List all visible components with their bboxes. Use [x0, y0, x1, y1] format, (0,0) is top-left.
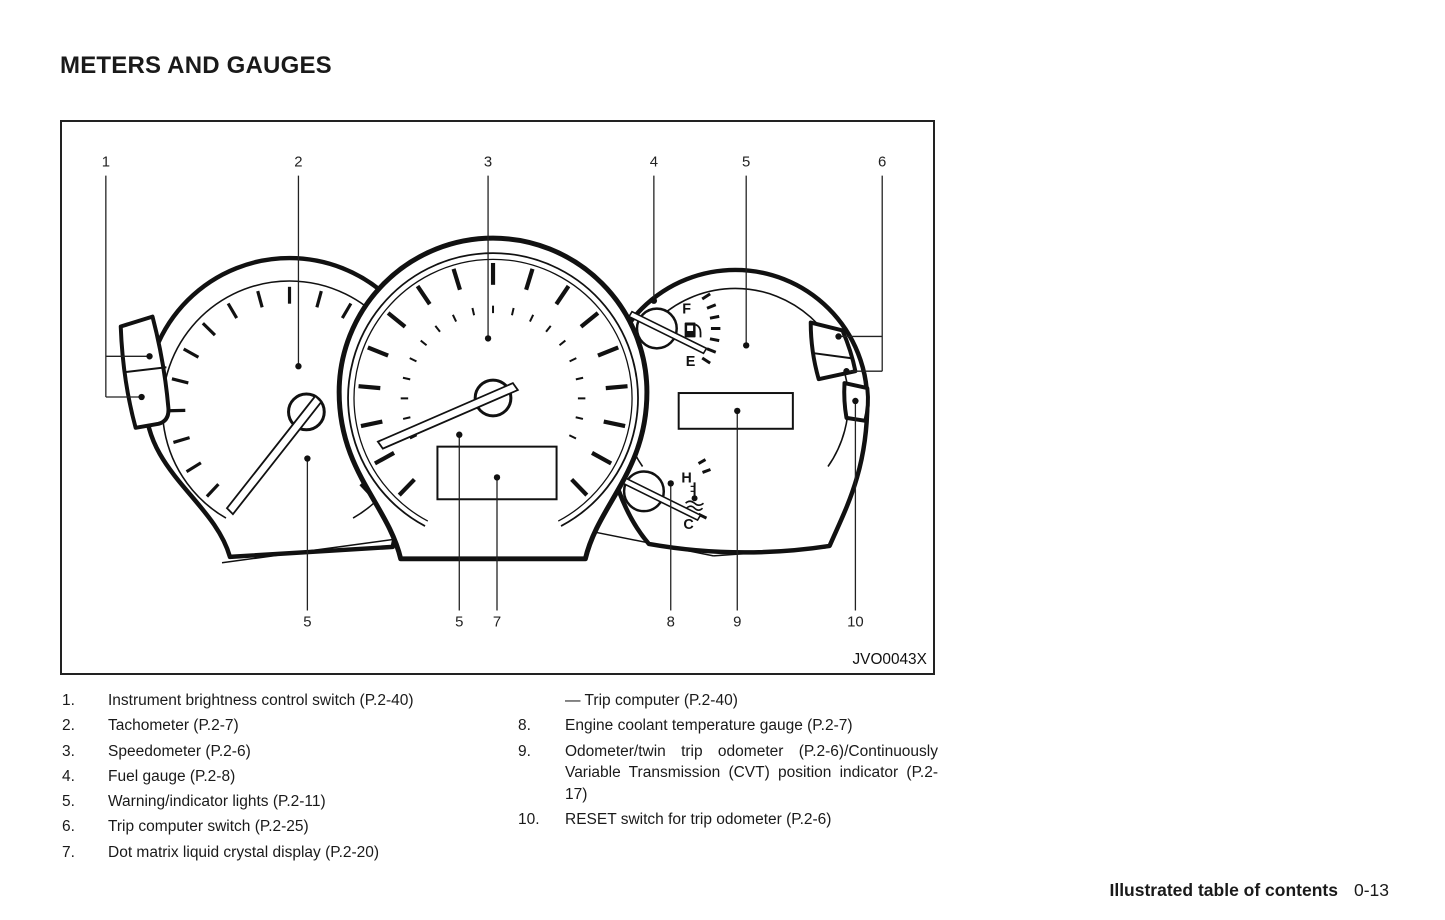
- fuel-pump-icon: [684, 322, 702, 338]
- svg-text:9: 9: [733, 614, 741, 630]
- legend-num: 8.: [518, 717, 531, 735]
- legend-text: Dot matrix liquid crystal display (P.2-2…: [108, 843, 380, 861]
- legend-num: 5.: [62, 793, 75, 811]
- odometer-display: [677, 392, 794, 430]
- footer-page-number: 0-13: [1353, 880, 1389, 900]
- fuel-gauge-ticks: [701, 292, 721, 365]
- callout-6: 6: [835, 155, 886, 375]
- callout-3: 3: [484, 155, 492, 342]
- legend-item-8: 8. Engine coolant temperature gauge (P.2-…: [518, 715, 938, 737]
- legend-num: 6.: [62, 818, 75, 836]
- legend-item-trip-computer: — Trip computer (P.2-40): [518, 690, 938, 712]
- legend-num: 10.: [518, 810, 540, 828]
- svg-text:5: 5: [742, 155, 750, 171]
- legend-text: RESET switch for trip odometer (P.2-6): [565, 810, 832, 828]
- legend-num: 1.: [62, 692, 75, 709]
- legend-text: Odometer/twin trip odometer (P.2-6)/Cont…: [565, 742, 938, 803]
- legend-item-7: 7. Dot matrix liquid crystal display (P.2…: [62, 842, 506, 864]
- legend-num: 3.: [62, 742, 75, 760]
- temp-cold-label: C: [683, 517, 693, 533]
- legend-item-10: 10. RESET switch for trip odometer (P.2-6…: [518, 809, 938, 831]
- legend-item-9: 9. Odometer/twin trip odometer (P.2-6)/Co…: [518, 741, 938, 806]
- fuel-gauge-needle: [627, 310, 708, 355]
- legend-text: Warning/indicator lights (P.2-11): [108, 793, 326, 811]
- legend-item-1: 1. Instrument brightness control switch (…: [62, 690, 506, 712]
- temp-tick: [697, 458, 707, 465]
- legend-num: 2.: [62, 717, 75, 735]
- legend-item-5: 5. Warning/indicator lights (P.2-11): [62, 791, 506, 813]
- legend-num: 9.: [518, 742, 531, 760]
- coolant-temperature-gauge: H C: [617, 458, 711, 533]
- svg-text:4: 4: [650, 155, 658, 171]
- callout-4: 4: [650, 155, 658, 304]
- svg-text:2: 2: [294, 155, 302, 171]
- legend-item-4: 4. Fuel gauge (P.2-8): [62, 766, 506, 788]
- svg-text:1: 1: [102, 155, 110, 171]
- svg-text:10: 10: [847, 614, 864, 630]
- legend-num: [518, 690, 565, 712]
- legend-item-6: 6. Trip computer switch (P.2-25): [62, 816, 506, 838]
- legend-item-2: 2. Tachometer (P.2-7): [62, 715, 506, 737]
- callout-1: 1: [102, 155, 153, 401]
- legend-right-column: — Trip computer (P.2-40) 8. Engine coolan…: [518, 690, 938, 834]
- coolant-temperature-icon: [685, 482, 705, 511]
- legend-left-column: 1. Instrument brightness control switch (…: [62, 690, 506, 867]
- callout-5-bottom-left: 5: [303, 455, 312, 630]
- speedometer-major-ticks: [358, 262, 628, 497]
- page-footer: Illustrated table of contents 0-13: [1109, 880, 1389, 901]
- figure-code: JVO0043X: [853, 651, 927, 668]
- temp-hot-label: H: [681, 470, 691, 486]
- callout-5-top: 5: [742, 155, 750, 349]
- instrument-cluster-diagram: F E H C: [102, 155, 927, 668]
- speedometer-needle: [376, 381, 520, 450]
- callout-5-bottom-mid: 5: [455, 431, 463, 630]
- legend-num: 4.: [62, 767, 75, 785]
- page-title: METERS AND GAUGES: [60, 52, 332, 79]
- callout-10: 10: [847, 397, 864, 630]
- svg-text:7: 7: [493, 614, 501, 630]
- svg-text:3: 3: [484, 155, 492, 171]
- instrument-cluster-figure: F E H C: [60, 120, 935, 675]
- legend-text: Speedometer (P.2-6): [108, 742, 251, 760]
- callouts: 1 2 3 4: [102, 155, 887, 631]
- legend-text: Tachometer (P.2-7): [108, 717, 239, 735]
- svg-text:5: 5: [455, 614, 463, 630]
- brightness-control-switch: [118, 314, 171, 430]
- legend-num: 7.: [62, 843, 75, 861]
- legend-text: Engine coolant temperature gauge (P.2-7): [565, 717, 853, 735]
- callout-9: 9: [733, 407, 741, 630]
- tachometer-needle: [225, 394, 323, 516]
- fuel-full-label: F: [682, 302, 691, 318]
- svg-text:6: 6: [878, 155, 886, 171]
- legend-text: Fuel gauge (P.2-8): [108, 767, 236, 785]
- footer-section-title: Illustrated table of contents: [1109, 880, 1338, 900]
- legend-text: Trip computer switch (P.2-25): [108, 818, 309, 836]
- svg-text:5: 5: [303, 614, 311, 630]
- svg-text:8: 8: [667, 614, 675, 630]
- callout-2: 2: [294, 155, 303, 370]
- speedometer-minor-ticks: [400, 305, 586, 440]
- callout-7: 7: [493, 474, 501, 630]
- legend-text: Instrument brightness control switch (P.…: [108, 692, 414, 709]
- callout-8: 8: [667, 480, 675, 630]
- fuel-gauge: F E: [627, 292, 721, 370]
- legend-item-3: 3. Speedometer (P.2-6): [62, 741, 506, 763]
- legend-text: — Trip computer (P.2-40): [565, 692, 738, 709]
- fuel-empty-label: E: [686, 354, 696, 370]
- speedometer-gauge: [336, 235, 650, 562]
- temp-tick: [701, 468, 711, 474]
